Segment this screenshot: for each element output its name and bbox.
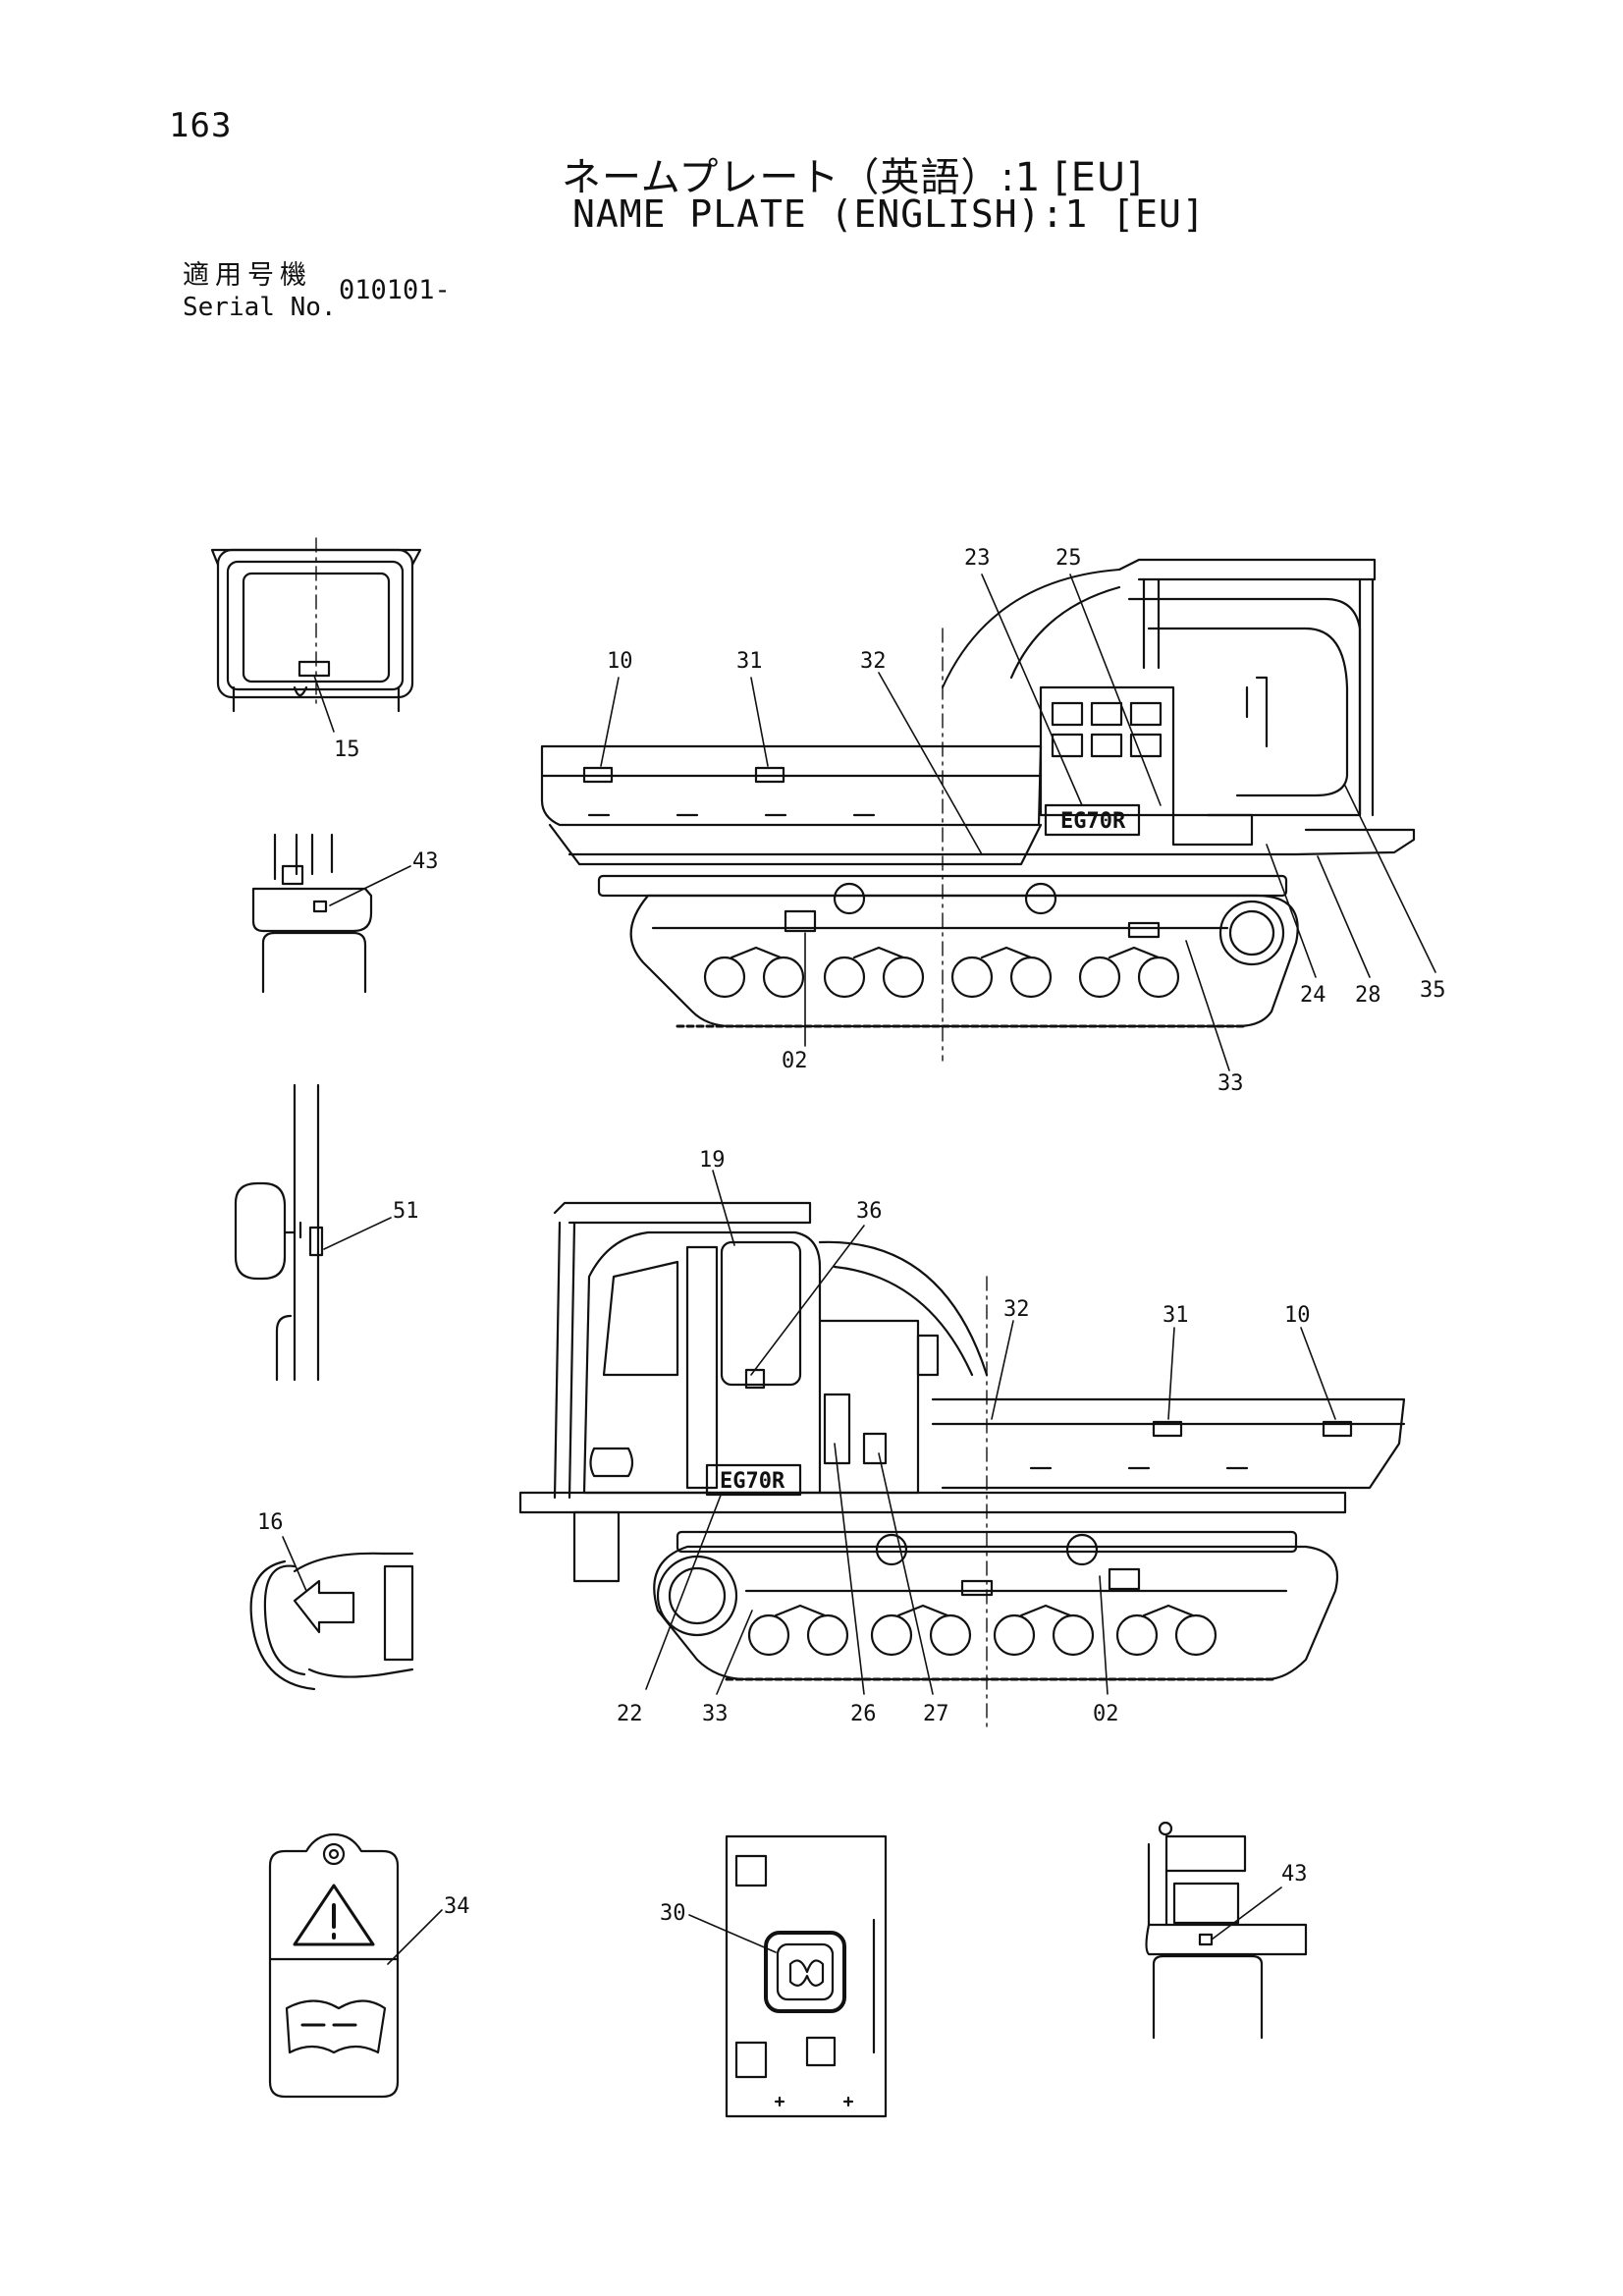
detail-43-lower: 43 bbox=[1145, 1821, 1308, 2040]
callout-label: 34 bbox=[444, 1894, 470, 1919]
callout-label: 33 bbox=[702, 1702, 729, 1726]
serial-number-value: 010101- bbox=[339, 275, 451, 305]
detail-43-upper: 43 bbox=[251, 833, 439, 994]
page-title-english: NAME PLATE (ENGLISH):1 [EU] bbox=[572, 192, 1206, 236]
detail-51-mirror: 51 bbox=[234, 1083, 419, 1382]
callout-label: 23 bbox=[964, 546, 991, 571]
page-number: 163 bbox=[169, 106, 233, 145]
callout-label: 36 bbox=[856, 1199, 883, 1224]
callout-label: 16 bbox=[257, 1510, 284, 1535]
callout-label: 26 bbox=[850, 1702, 877, 1726]
callout-label: 22 bbox=[617, 1702, 643, 1726]
callout-label: 02 bbox=[782, 1049, 808, 1073]
callout-label: 43 bbox=[412, 849, 439, 874]
callout-label: 25 bbox=[1055, 546, 1082, 571]
warning-plate-34: 34 bbox=[268, 1832, 470, 2099]
callout-label: 27 bbox=[923, 1702, 949, 1726]
machine-badge: EG70R bbox=[1060, 809, 1126, 834]
callout-label: 24 bbox=[1300, 983, 1326, 1008]
callout-label: 10 bbox=[1284, 1303, 1311, 1328]
callout-label: 10 bbox=[607, 649, 633, 674]
callout-label: 15 bbox=[334, 738, 360, 762]
callout-label: 31 bbox=[1163, 1303, 1189, 1328]
page-title-japanese: ネームプレート（英語）:1 [EU] bbox=[562, 155, 1143, 200]
serial-label-english: Serial No. bbox=[183, 293, 337, 322]
panel-30: 30 bbox=[660, 1834, 888, 2118]
callout-label: 02 bbox=[1093, 1702, 1119, 1726]
callout-label: 19 bbox=[699, 1148, 726, 1173]
cab-front-view: 15 bbox=[210, 537, 422, 762]
side-view-left: EG70R bbox=[518, 1148, 1406, 1729]
callout-label: 33 bbox=[1217, 1071, 1244, 1096]
callout-label: 28 bbox=[1355, 983, 1381, 1008]
callout-label: 51 bbox=[393, 1199, 419, 1224]
callout-label: 30 bbox=[660, 1901, 686, 1926]
callout-label: 35 bbox=[1420, 978, 1446, 1003]
callout-label: 32 bbox=[860, 649, 887, 674]
serial-label-japanese: 適用号機 bbox=[183, 260, 312, 291]
callout-label: 32 bbox=[1003, 1297, 1030, 1322]
detail-16-sprocket: 16 bbox=[249, 1510, 414, 1691]
callout-label: 43 bbox=[1281, 1862, 1308, 1886]
machine-badge: EG70R bbox=[720, 1469, 785, 1494]
callout-label: 31 bbox=[736, 649, 763, 674]
side-view-right: EG70R bbox=[540, 546, 1446, 1096]
